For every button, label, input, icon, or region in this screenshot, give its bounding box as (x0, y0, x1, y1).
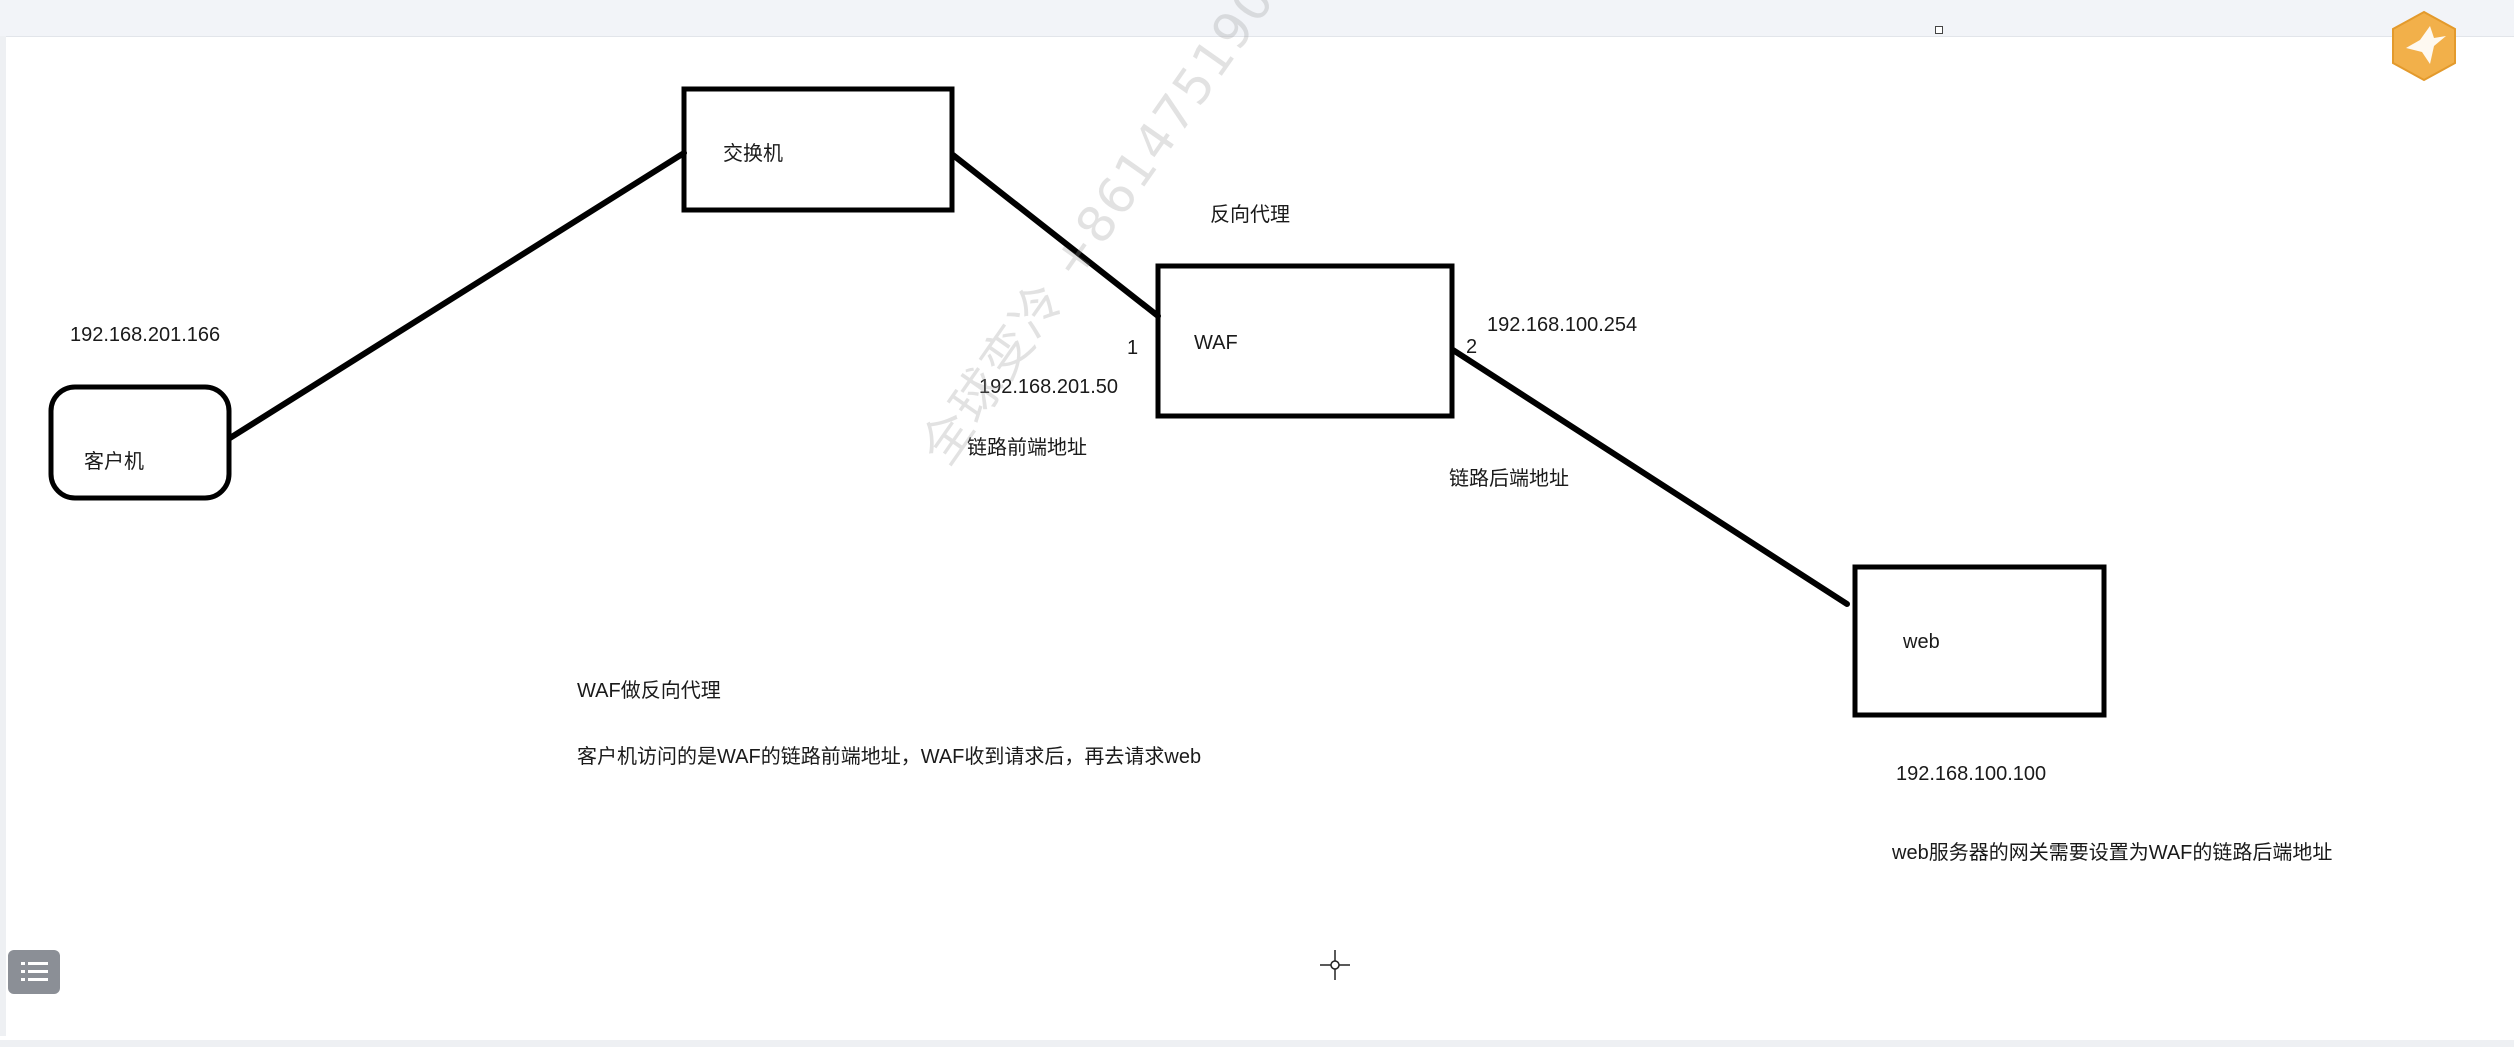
edge-switch-waf (950, 152, 1161, 319)
front-address-label: 链路前端地址 (967, 437, 1087, 459)
waf-node[interactable] (1155, 263, 1455, 419)
waf-back-ip-label: 192.168.100.254 (1487, 314, 1638, 336)
web-gateway-note: web服务器的网关需要设置为WAF的链路后端地址 (1892, 842, 2333, 864)
hummingbird-logo-icon[interactable] (2390, 10, 2458, 82)
waf-front-ip-label: 192.168.201.50 (979, 376, 1119, 398)
bottom-scrollbar[interactable] (0, 1040, 2514, 1047)
resize-handle[interactable] (1935, 26, 1943, 34)
web-node[interactable] (1852, 564, 2107, 718)
switch-node[interactable] (681, 86, 955, 213)
client-node[interactable] (48, 384, 232, 501)
back-address-label: 链路后端地址 (1449, 468, 1569, 490)
client-ip-label: 192.168.201.166 (70, 324, 221, 346)
edge-waf-web (1450, 347, 1850, 607)
note-title: WAF做反向代理 (577, 680, 721, 702)
list-toggle-button[interactable] (8, 950, 60, 994)
list-icon (21, 962, 48, 981)
left-edge (0, 36, 6, 1036)
crosshair-cursor-icon (1320, 950, 1350, 980)
client-label: 客户机 (84, 451, 144, 473)
top-toolbar (0, 0, 2514, 37)
reverse-proxy-label: 反向代理 (1210, 204, 1290, 226)
web-label: web (1903, 631, 1940, 653)
port-1-label: 1 (1127, 337, 1139, 359)
edge-client-switch (227, 150, 687, 441)
web-ip-label: 192.168.100.100 (1896, 763, 2047, 785)
note-body: 客户机访问的是WAF的链路前端地址，WAF收到请求后，再去请求web (577, 746, 1202, 768)
waf-label: WAF (1194, 332, 1238, 354)
switch-label: 交换机 (723, 143, 783, 165)
port-2-label: 2 (1466, 336, 1478, 358)
